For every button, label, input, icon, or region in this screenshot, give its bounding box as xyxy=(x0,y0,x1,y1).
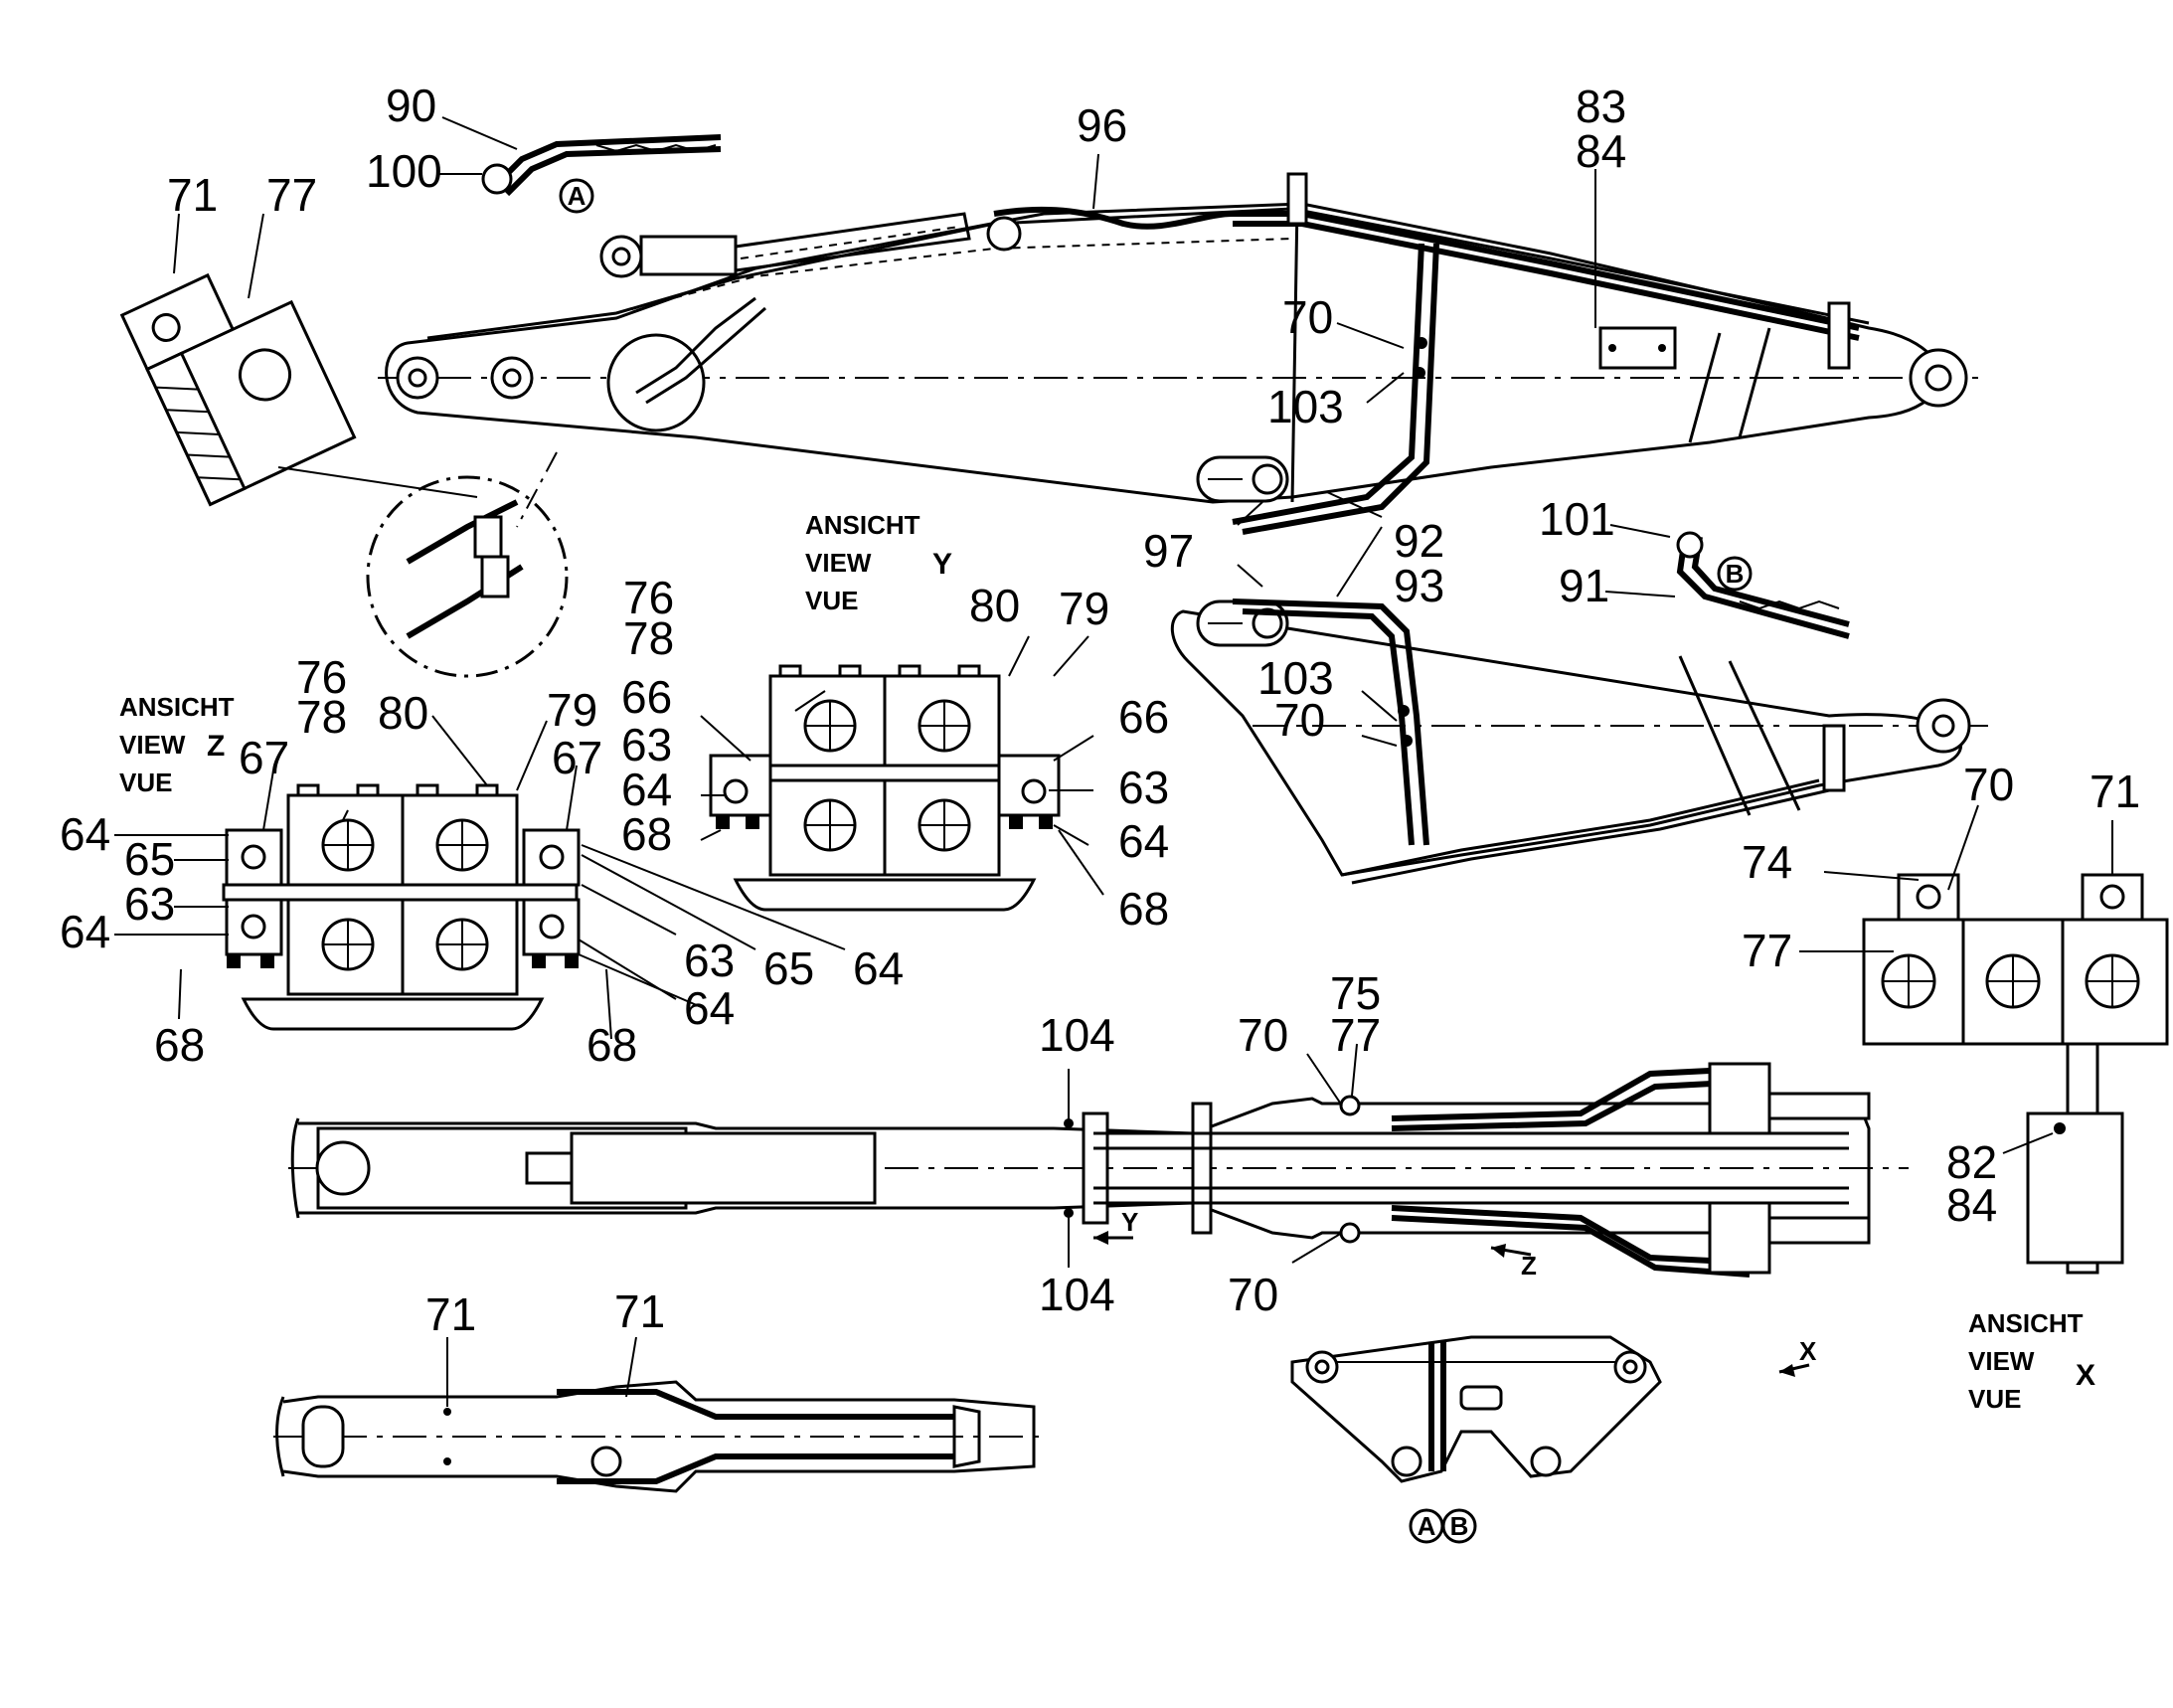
callout-z-64a: 64 xyxy=(60,808,110,860)
callout-y-63a: 63 xyxy=(621,719,672,770)
callout-70-bottom: 70 xyxy=(1228,1269,1278,1320)
view-x-bracket: A B xyxy=(1290,1335,1662,1544)
callout-y-68a: 68 xyxy=(621,808,672,860)
callout-z-78: 78 xyxy=(296,691,347,743)
detail-circle xyxy=(366,451,569,678)
view-z-line3: VUE xyxy=(119,768,172,797)
view-x-letter: X xyxy=(2076,1359,2095,1392)
callout-71-lower-a: 71 xyxy=(425,1288,476,1340)
callout-103: 103 xyxy=(1267,381,1344,432)
callout-96: 96 xyxy=(1077,99,1127,151)
arrow-x-label: X xyxy=(1799,1336,1817,1366)
callout-84: 84 xyxy=(1576,125,1626,177)
view-z-line1: ANSICHT xyxy=(119,692,235,722)
view-y-line1: ANSICHT xyxy=(805,510,920,540)
upper-boom xyxy=(378,172,1988,535)
callout-100: 100 xyxy=(366,145,442,197)
callout-104-bottom: 104 xyxy=(1039,1269,1115,1320)
callout-y-78: 78 xyxy=(623,612,674,664)
view-arrows: Y Z X xyxy=(1093,1207,1817,1377)
marker-b-bottom: B xyxy=(1450,1511,1469,1541)
view-z xyxy=(222,783,581,1031)
callout-83: 83 xyxy=(1576,81,1626,132)
callout-77: 77 xyxy=(266,169,317,221)
callout-y-64b: 64 xyxy=(1118,815,1169,867)
callout-z-63b: 63 xyxy=(684,935,735,986)
callout-z-67b: 67 xyxy=(552,732,602,783)
callout-z-68b: 68 xyxy=(586,1019,637,1071)
callout-y-79: 79 xyxy=(1059,583,1109,634)
arrow-z-label: Z xyxy=(1521,1251,1537,1281)
callout-71-lower-b: 71 xyxy=(614,1285,665,1337)
callout-90: 90 xyxy=(386,80,436,131)
view-z-letter: Z xyxy=(207,730,225,763)
callout-70-top: 70 xyxy=(1238,1009,1288,1061)
callout-y-66a: 66 xyxy=(621,671,672,723)
callouts: 90 100 96 71 77 83 84 70 103 101 91 97 9… xyxy=(60,80,2140,1340)
callout-91: 91 xyxy=(1559,560,1609,611)
callout-z-68a: 68 xyxy=(154,1019,205,1071)
view-x-block xyxy=(1862,873,2169,1275)
callout-x-77: 77 xyxy=(1742,925,1792,976)
callout-x-82: 82 xyxy=(1946,1136,1997,1188)
callout-z-63a: 63 xyxy=(124,878,175,930)
view-captions: ANSICHT VIEW Z VUE ANSICHT VIEW Y VUE AN… xyxy=(119,510,2095,1414)
callout-77-top: 77 xyxy=(1330,1009,1381,1061)
view-x-line3: VUE xyxy=(1968,1384,2021,1414)
view-y-line2: VIEW xyxy=(805,548,872,578)
callout-104-top: 104 xyxy=(1039,1009,1115,1061)
marker-b: B xyxy=(1726,559,1745,589)
callout-93: 93 xyxy=(1394,560,1444,611)
marker-a-circle xyxy=(559,178,594,214)
callout-70-lower: 70 xyxy=(1274,694,1325,746)
top-view-main xyxy=(288,1062,1909,1278)
marker-a-bottom: A xyxy=(1418,1511,1436,1541)
callout-z-76: 76 xyxy=(296,651,347,703)
callout-z-64b: 64 xyxy=(60,906,110,957)
callout-101: 101 xyxy=(1539,493,1615,545)
callout-z-67a: 67 xyxy=(239,732,289,783)
callout-x-74: 74 xyxy=(1742,836,1792,888)
callout-x-71: 71 xyxy=(2089,766,2140,817)
clamp-block-upper-left xyxy=(119,272,478,507)
callout-103-lower: 103 xyxy=(1257,652,1334,704)
top-view-lower xyxy=(273,1380,1044,1493)
callout-z-65b: 65 xyxy=(763,942,814,994)
callout-71: 71 xyxy=(167,169,218,221)
callout-y-64a: 64 xyxy=(621,764,672,815)
marker-a: A xyxy=(568,181,586,211)
view-x-line1: ANSICHT xyxy=(1968,1308,2084,1338)
callout-y-63b: 63 xyxy=(1118,762,1169,813)
hose-a: A xyxy=(481,134,722,214)
callout-z-64d: 64 xyxy=(684,982,735,1034)
view-y-line3: VUE xyxy=(805,586,858,615)
view-y xyxy=(709,664,1061,912)
view-y-letter: Y xyxy=(932,548,952,581)
callout-z-80: 80 xyxy=(378,687,428,739)
arrow-y-label: Y xyxy=(1121,1207,1138,1237)
callout-75: 75 xyxy=(1330,967,1381,1019)
view-x-line2: VIEW xyxy=(1968,1346,2035,1376)
callout-z-64c: 64 xyxy=(853,942,904,994)
callout-70: 70 xyxy=(1282,291,1333,343)
callout-y-80: 80 xyxy=(969,580,1020,631)
callout-97: 97 xyxy=(1143,525,1194,577)
callout-y-66b: 66 xyxy=(1118,691,1169,743)
callout-x-70: 70 xyxy=(1963,759,2014,810)
callout-z-65a: 65 xyxy=(124,833,175,885)
lower-boom xyxy=(1170,598,1988,885)
view-z-line2: VIEW xyxy=(119,730,186,760)
leader-lines xyxy=(114,116,2113,1407)
callout-x-84: 84 xyxy=(1946,1179,1997,1231)
callout-z-79: 79 xyxy=(547,684,597,736)
callout-y-68b: 68 xyxy=(1118,883,1169,935)
hose-b: B xyxy=(1676,531,1850,639)
callout-y-76: 76 xyxy=(623,572,674,623)
callout-92: 92 xyxy=(1394,515,1444,567)
